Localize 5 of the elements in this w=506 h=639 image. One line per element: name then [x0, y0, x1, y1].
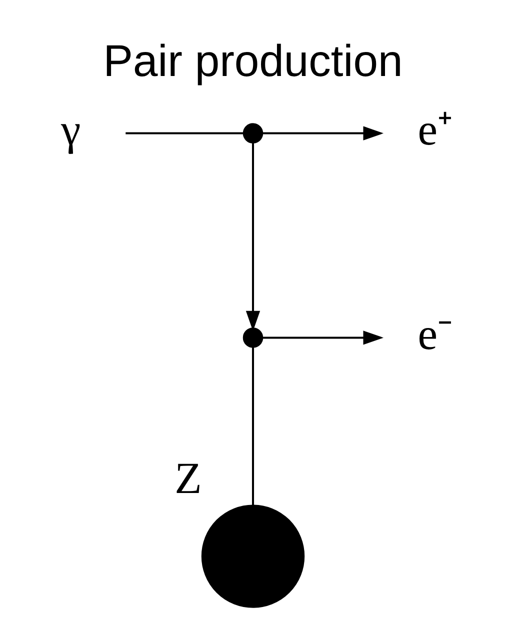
diagram-title: Pair production [103, 36, 403, 86]
node-text: e⁺ [418, 104, 453, 155]
node-text: γ [61, 104, 81, 155]
node-label: Z [174, 452, 202, 503]
node-text: e⁻ [418, 309, 453, 360]
